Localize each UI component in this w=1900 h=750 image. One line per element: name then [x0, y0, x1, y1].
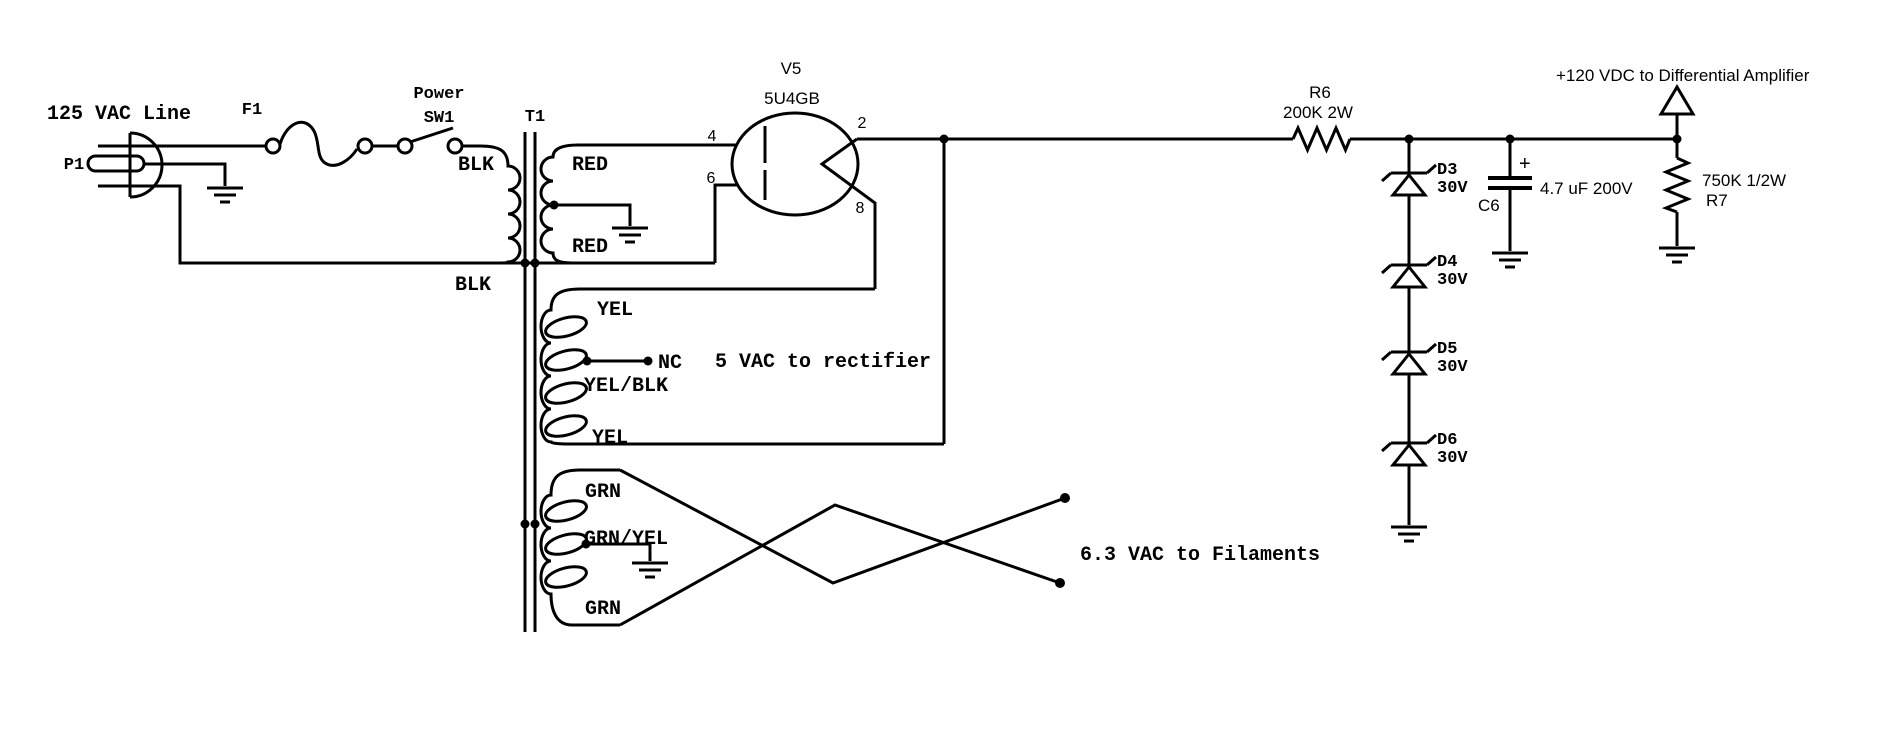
- output-and-r7: [1657, 84, 1697, 264]
- switch-contact: [446, 137, 464, 155]
- r6-value-label: 200K 2W: [1283, 103, 1353, 122]
- nc-terminal-dot: [643, 356, 653, 366]
- tube-pin8-label: 8: [856, 200, 865, 217]
- tube-cathode-chevron-and-pin8-wire: [819, 137, 877, 289]
- grn-bottom-label: GRN: [585, 598, 621, 621]
- fuse-f1: [264, 120, 398, 167]
- fuse-terminal: [356, 137, 374, 155]
- switch-blade: [409, 126, 454, 144]
- ground-symbol: [1389, 525, 1429, 543]
- tube-envelope: [730, 111, 860, 217]
- tube-pin2-label: 2: [858, 115, 867, 132]
- heater-terminal-dot: [1060, 493, 1070, 503]
- junction-dot: [939, 134, 949, 144]
- zener-stack: [1381, 139, 1437, 543]
- zener-anode-triangle: [1389, 172, 1429, 197]
- c6-value-label: 4.7 uF 200V: [1540, 179, 1633, 198]
- core-junction-dot: [530, 519, 540, 529]
- ground-symbol: [205, 186, 245, 204]
- r7-value-label: 750K 1/2W: [1702, 171, 1786, 190]
- red-center-tap-wire: [554, 203, 632, 226]
- rectifier-filament-winding-yel: [539, 287, 944, 446]
- primary-top-label: BLK: [458, 154, 494, 177]
- grn-winding-loop: [544, 532, 588, 556]
- zener-d5: [1381, 342, 1437, 376]
- d6-value-label: 30V: [1437, 449, 1468, 468]
- grn-winding-loop: [544, 499, 588, 523]
- plug-ref-label: P1: [64, 156, 84, 175]
- switch-ref-label: SW1: [424, 109, 455, 128]
- d5-value-label: 30V: [1437, 358, 1468, 377]
- r6-ref-label: R6: [1309, 83, 1331, 102]
- grn-center-tap-wire: [586, 542, 652, 561]
- nc-label: NC: [658, 352, 682, 375]
- switch-title-label: Power: [413, 85, 464, 104]
- zener-anode-triangle: [1389, 351, 1429, 376]
- output-label: +120 VDC to Differential Amplifier: [1556, 66, 1810, 85]
- ground-symbol: [1657, 246, 1697, 264]
- c6-polarity-label: +: [1519, 153, 1531, 175]
- rectifier-tube-v5: [730, 111, 877, 289]
- yel-winding-loop: [544, 381, 588, 405]
- yel-winding-loop: [544, 414, 588, 438]
- heater-wire-a: [619, 468, 1066, 585]
- yel-bottom-label: YEL: [592, 427, 628, 450]
- transformer-ref-label: T1: [525, 108, 545, 127]
- tube-type-label: 5U4GB: [764, 89, 820, 108]
- grn-winding-loop: [544, 565, 588, 589]
- d4-ref-label: D4: [1437, 253, 1457, 272]
- tube-pin6-label: 6: [707, 170, 716, 187]
- zener-d6: [1381, 433, 1437, 467]
- plug-neutral-blade: [86, 154, 146, 173]
- d4-value-label: 30V: [1437, 271, 1468, 290]
- core-junction-dot: [520, 519, 530, 529]
- ground-symbol: [630, 561, 670, 579]
- zener-anode-triangle: [1389, 442, 1429, 467]
- d3-ref-label: D3: [1437, 161, 1457, 180]
- heater-wire-b: [619, 503, 1061, 627]
- capacitor-c6: [1488, 139, 1532, 269]
- rectifier-winding-note: 5 VAC to rectifier: [715, 351, 931, 374]
- d6-ref-label: D6: [1437, 431, 1457, 450]
- hv-bottom-label: RED: [572, 236, 608, 259]
- fuse-element: [278, 120, 359, 167]
- ground-symbol: [610, 226, 650, 244]
- heater-winding-grn: [539, 468, 620, 627]
- r7-ref-label: R7: [1706, 191, 1728, 210]
- line-voltage-label: 125 VAC Line: [47, 103, 191, 126]
- transformer-t1: [98, 132, 944, 632]
- ground-symbol: [1490, 251, 1530, 269]
- tube-ref-label: V5: [781, 59, 802, 78]
- resistor-r6: [1291, 124, 1352, 154]
- zener-d4: [1381, 255, 1437, 289]
- yel-winding-loop: [544, 348, 588, 372]
- heater-terminal-dot: [1055, 578, 1065, 588]
- yel-tap-label: YEL/BLK: [584, 375, 668, 398]
- fuse-terminal: [264, 137, 282, 155]
- tube-pin4-label: 4: [708, 128, 717, 145]
- heater-pair-wires: [619, 468, 1070, 627]
- heater-winding-note: 6.3 VAC to Filaments: [1080, 544, 1320, 567]
- plug-ground-wire: [143, 162, 227, 186]
- resistor-zigzag: [1291, 124, 1352, 154]
- yel-top-label: YEL: [597, 299, 633, 322]
- primary-bottom-label: BLK: [455, 274, 491, 297]
- d5-ref-label: D5: [1437, 340, 1457, 359]
- c6-ref-label: C6: [1478, 196, 1500, 215]
- grn-top-label: GRN: [585, 481, 621, 504]
- switch-contact: [396, 137, 414, 155]
- grn-tap-label: GRN/YEL: [584, 528, 668, 551]
- zener-d3: [1381, 163, 1437, 197]
- zener-anode-triangle: [1389, 264, 1429, 289]
- power-switch-sw1: [396, 126, 464, 155]
- hv-top-label: RED: [572, 154, 608, 177]
- yel-winding-loop: [544, 315, 588, 339]
- output-arrow: [1658, 84, 1696, 116]
- d3-value-label: 30V: [1437, 179, 1468, 198]
- resistor-zigzag: [1661, 156, 1692, 214]
- fuse-ref-label: F1: [242, 101, 262, 120]
- ac-plug-p1: [86, 131, 266, 204]
